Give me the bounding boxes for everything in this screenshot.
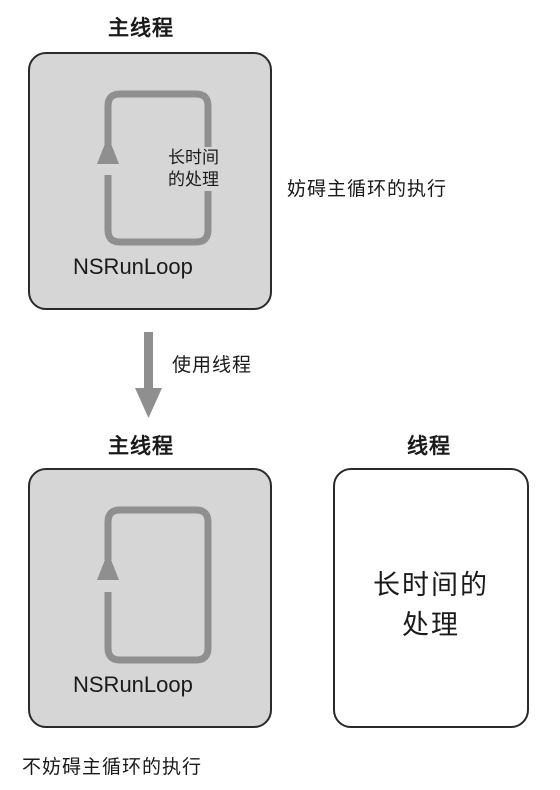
thread-panel: [333, 468, 529, 728]
top-long-task-line2: 的处理: [168, 170, 219, 190]
top-main-thread-title: 主线程: [108, 16, 174, 40]
bottom-nsrunloop-label: NSRunLoop: [73, 672, 193, 697]
thread-long-task-text: 长时间的 处理: [333, 566, 529, 646]
top-runloop-arrow-icon: [97, 136, 119, 164]
thread-title: 线程: [407, 434, 451, 458]
top-effect-text: 妨碍主循环的执行: [287, 178, 448, 200]
transition-label: 使用线程: [172, 354, 253, 376]
bottom-runloop-arrow-icon: [97, 552, 119, 580]
bottom-runloop-loop-path: [104, 506, 212, 664]
thread-long-task-line1: 长时间的: [373, 570, 489, 601]
top-nsrunloop-label: NSRunLoop: [73, 254, 193, 279]
transition-arrow-down-icon: [135, 388, 162, 418]
top-long-task-label: 长时间 的处理: [166, 147, 221, 191]
top-long-task-line1: 长时间: [168, 148, 219, 168]
thread-long-task-line2: 处理: [402, 610, 460, 641]
transition-arrow-shaft: [144, 332, 153, 390]
bottom-main-thread-title: 主线程: [108, 434, 174, 458]
bottom-effect-text: 不妨碍主循环的执行: [22, 756, 203, 778]
